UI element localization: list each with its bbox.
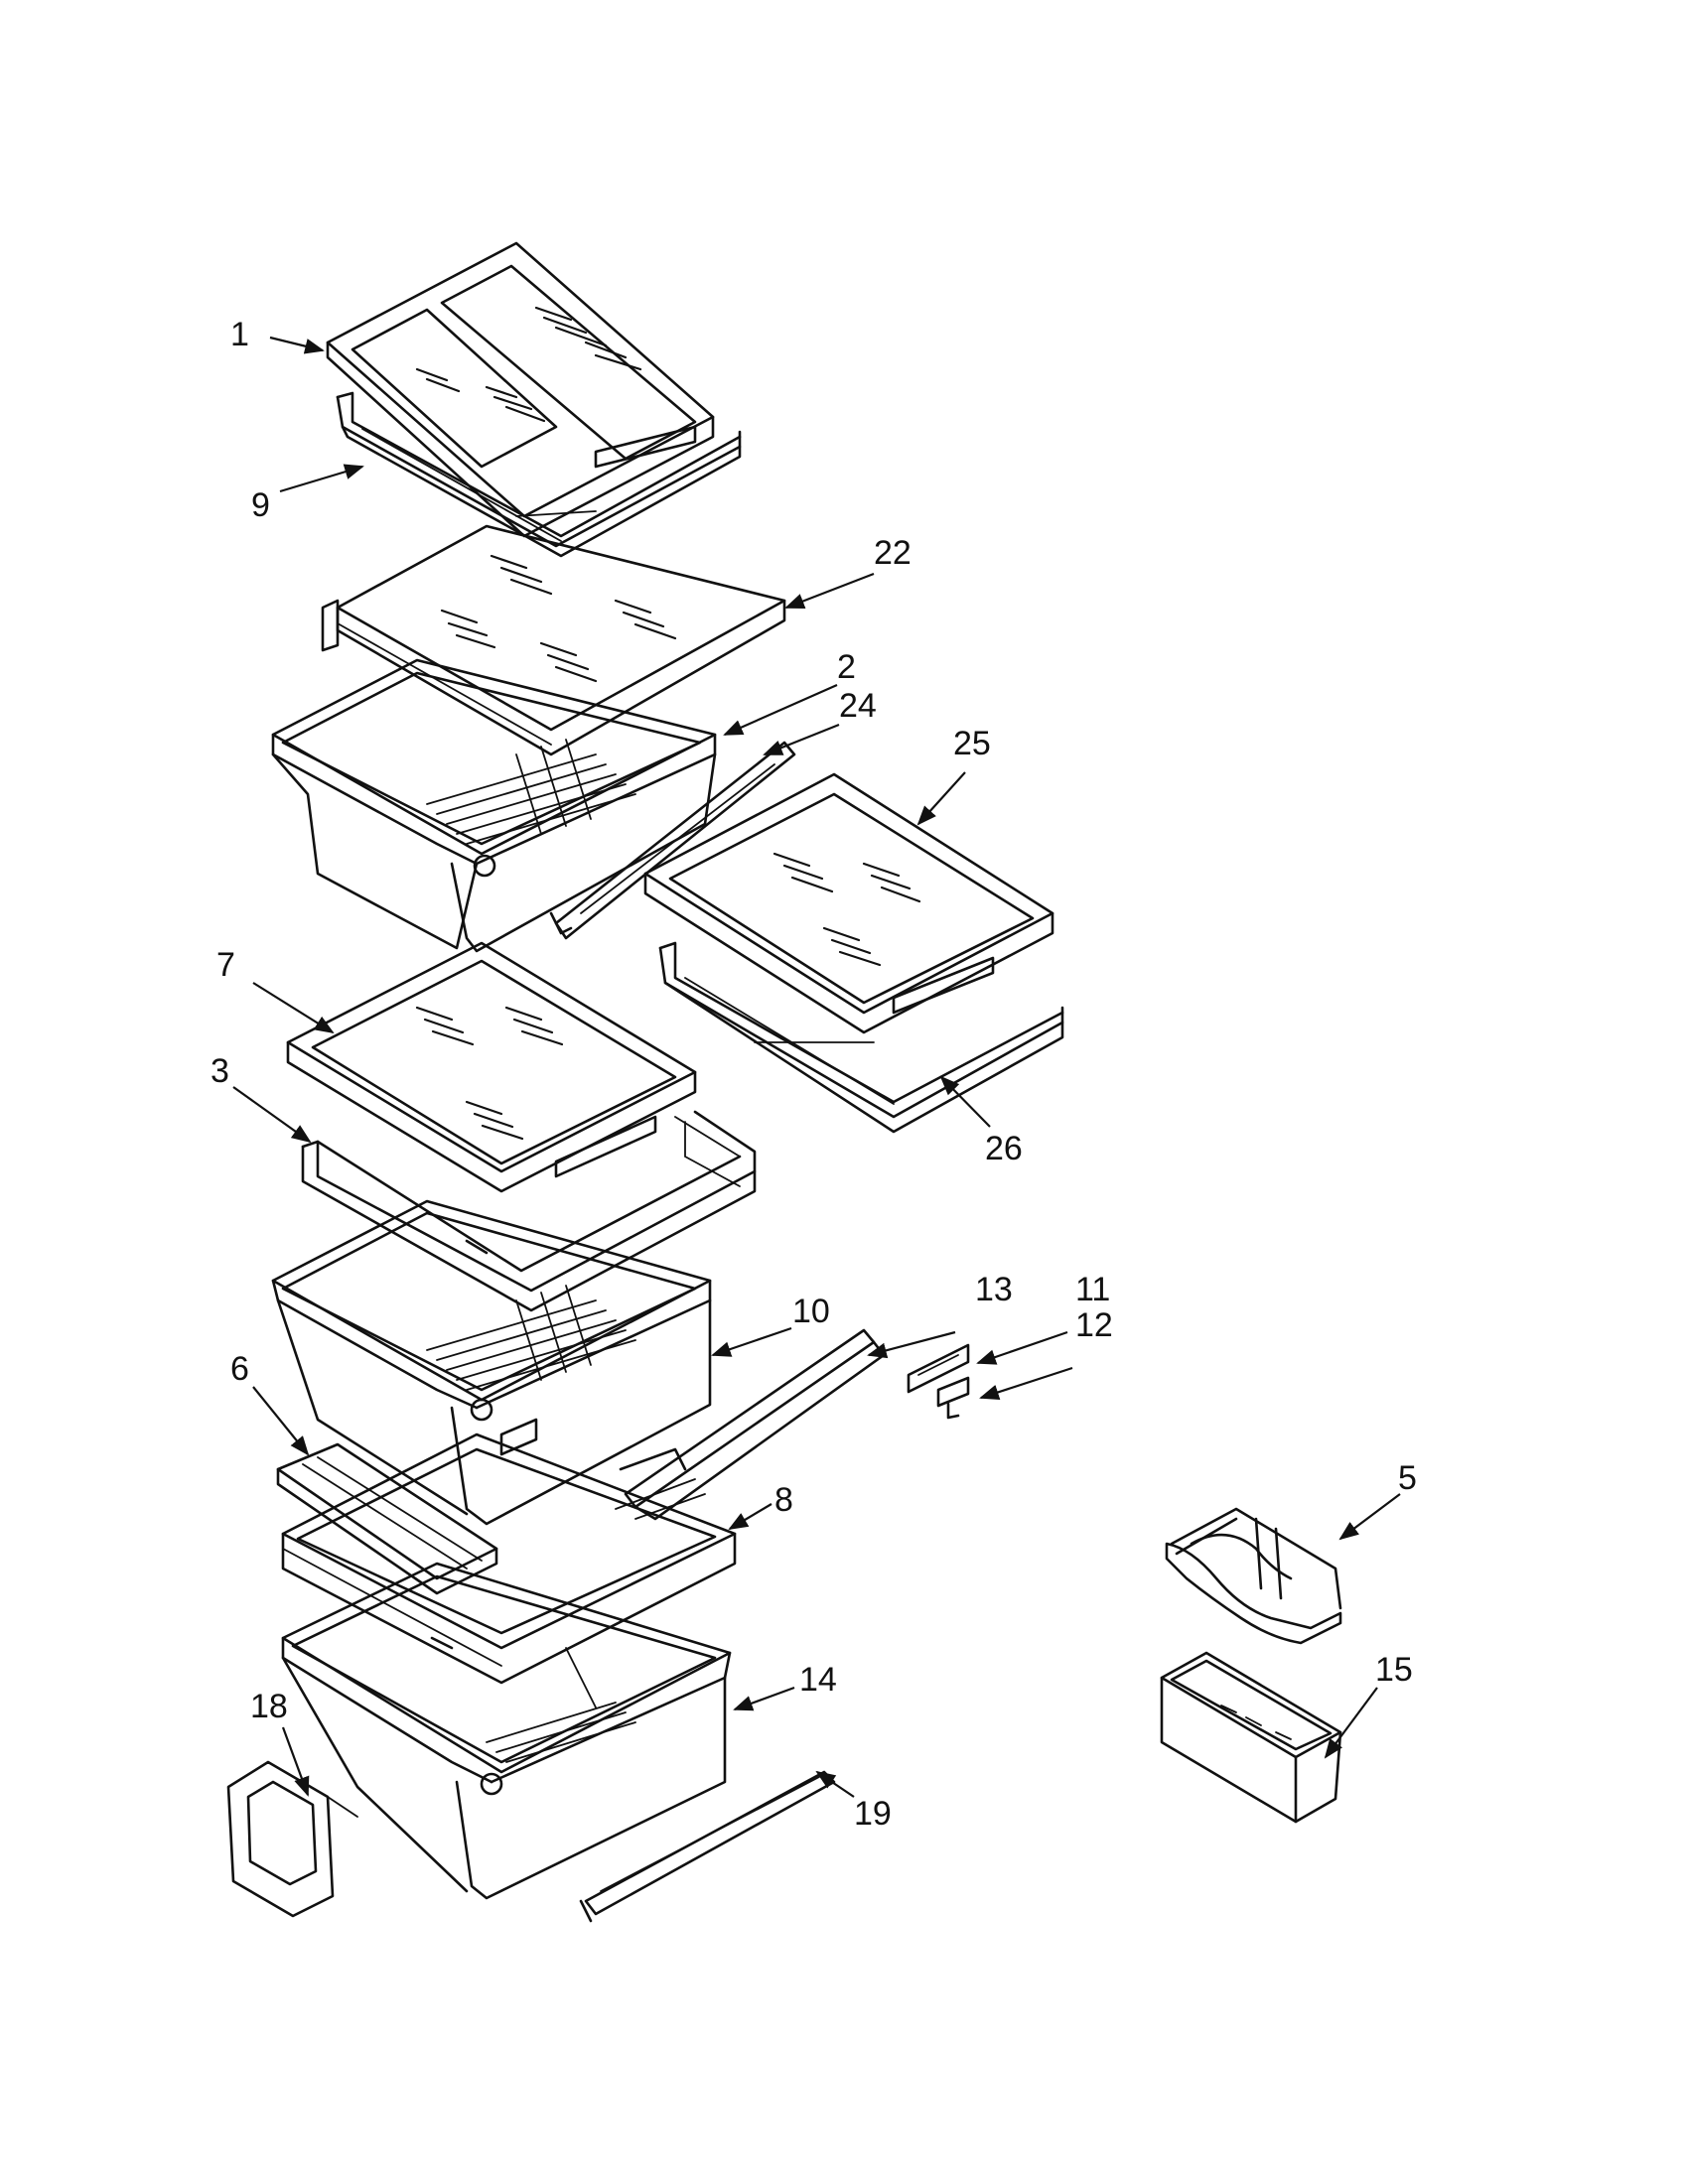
leader-lines [232,336,1401,1798]
callout-26: 26 [985,1130,1023,1167]
part-6-bottom-glass-panel [276,1442,498,1595]
callout-labels: 1 9 22 2 24 25 26 7 3 10 13 11 12 6 8 5 … [210,316,1417,1833]
callout-11: 11 [1075,1271,1110,1308]
part-25-side-glass-shelf [643,772,1054,1034]
callout-13: 13 [975,1271,1013,1308]
part-24-drawer-handle [549,741,796,940]
part-10-lower-crisper-drawer [271,1199,712,1526]
callout-19: 19 [854,1795,892,1833]
part-19-drawer-handle [579,1770,836,1923]
callout-1: 1 [230,316,249,353]
callout-25: 25 [953,725,991,762]
part-1-crisper-cover [326,241,715,538]
callout-8: 8 [774,1481,793,1519]
part-11-control-slider [907,1343,970,1394]
part-2-upper-crisper-drawer [271,658,717,953]
callout-3: 3 [210,1052,229,1090]
part-15-bin [1160,1651,1342,1824]
callout-9: 9 [251,486,270,524]
callout-2: 2 [837,648,856,686]
part-3-middle-shelf-frame [301,1110,757,1312]
part-12-control-knob [936,1376,970,1420]
part-14-bottom-drawer [281,1562,732,1900]
callout-15: 15 [1375,1651,1413,1689]
callout-22: 22 [874,534,912,572]
part-22-glass-shelf [321,524,786,756]
part-13-drawer-rail [619,1328,886,1521]
part-5-can-holder [1165,1507,1342,1645]
callout-18: 18 [250,1688,288,1725]
part-18-label-holder [226,1760,358,1918]
part-9-cover-frame [336,391,742,558]
callout-24: 24 [839,687,877,725]
part-8-bottom-shelf-frame [281,1433,737,1685]
part-7-middle-glass-shelf [286,941,697,1193]
callout-12: 12 [1075,1306,1113,1344]
callout-6: 6 [230,1350,249,1388]
callout-14: 14 [799,1661,837,1699]
callout-7: 7 [216,946,235,984]
callout-5: 5 [1398,1459,1417,1497]
part-26-side-shelf-frame [658,941,1064,1134]
callout-10: 10 [792,1293,830,1330]
